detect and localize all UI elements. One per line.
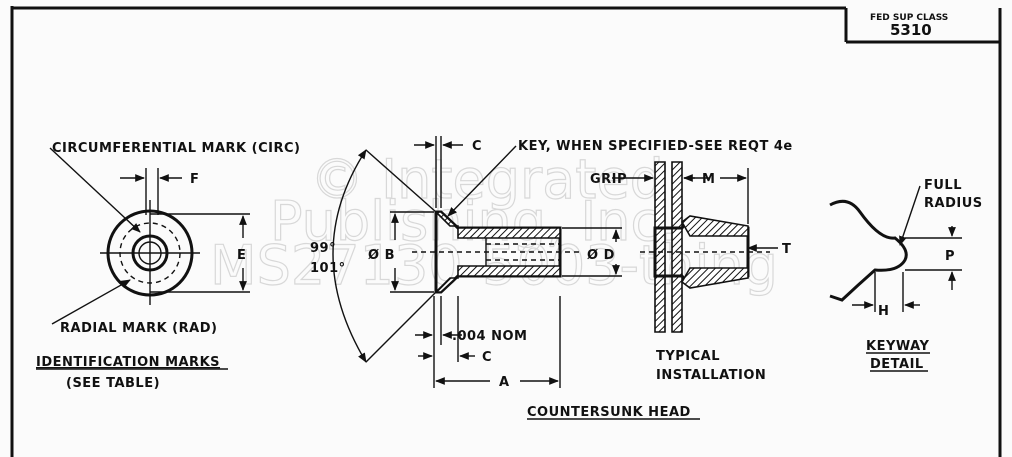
title-block-value: 5310 (890, 21, 932, 39)
dim-f-label: F (190, 172, 199, 187)
keyway-title-line-2: DETAIL (870, 357, 924, 372)
dim-e-label: E (237, 248, 246, 263)
dim-m-label: M (702, 172, 715, 187)
countersunk-head-view: 99° 101° Ø B Ø D C KEY, WHEN SPECIFIED-S… (310, 136, 793, 420)
dim-d-label: Ø D (587, 248, 615, 263)
angle-lower-label: 101° (310, 261, 346, 276)
key-note-label: KEY, WHEN SPECIFIED-SEE REQT 4e (518, 139, 793, 154)
keyway-detail-view: P H FULL RADIUS KEYWAY DETAIL (829, 178, 983, 372)
watermark-line-1: © Integrated (310, 148, 664, 211)
installation-title-line-2: INSTALLATION (656, 368, 766, 383)
keyway-profile (829, 199, 908, 302)
sheet-right-panel (671, 161, 683, 333)
angle-upper-label: 99° (310, 241, 336, 256)
dim-c-top-label: C (472, 139, 482, 154)
dim-b-label: Ø B (368, 248, 395, 263)
installation-title-line-1: TYPICAL (656, 349, 720, 364)
identification-marks-view: F E CIRCUMFERENTIAL MARK (CIRC) RADIAL M… (36, 141, 300, 391)
nom-label: .004 NOM (452, 329, 527, 344)
full-radius-line-2: RADIUS (924, 196, 983, 211)
circ-mark-label: CIRCUMFERENTIAL MARK (CIRC) (52, 141, 300, 156)
rad-mark-label: RADIAL MARK (RAD) (60, 321, 217, 336)
dim-p-label: P (945, 249, 955, 264)
dim-a-label: A (499, 375, 510, 390)
identification-marks-title: IDENTIFICATION MARKS (36, 355, 220, 370)
identification-marks-subtitle: (SEE TABLE) (66, 376, 160, 391)
sheet-border (10, 6, 1002, 457)
keyway-title-line-1: KEYWAY (866, 339, 929, 354)
countersunk-head-title: COUNTERSUNK HEAD (527, 405, 691, 420)
watermark: © Integrated Publishing, Inc. MS27130-50… (209, 147, 778, 297)
typical-installation-view: T GRIP M TYPICAL INSTALLATION (590, 161, 791, 383)
title-block-header: FED SUP CLASS (870, 13, 948, 23)
dim-c-bottom-label: C (482, 350, 492, 365)
dim-h-label: H (878, 304, 889, 319)
full-radius-line-1: FULL (924, 178, 962, 193)
dim-t-label: T (782, 242, 791, 257)
grip-label: GRIP (590, 172, 627, 187)
watermark-line-2: Publishing, Inc. (270, 190, 677, 253)
title-block: FED SUP CLASS 5310 (870, 13, 948, 39)
